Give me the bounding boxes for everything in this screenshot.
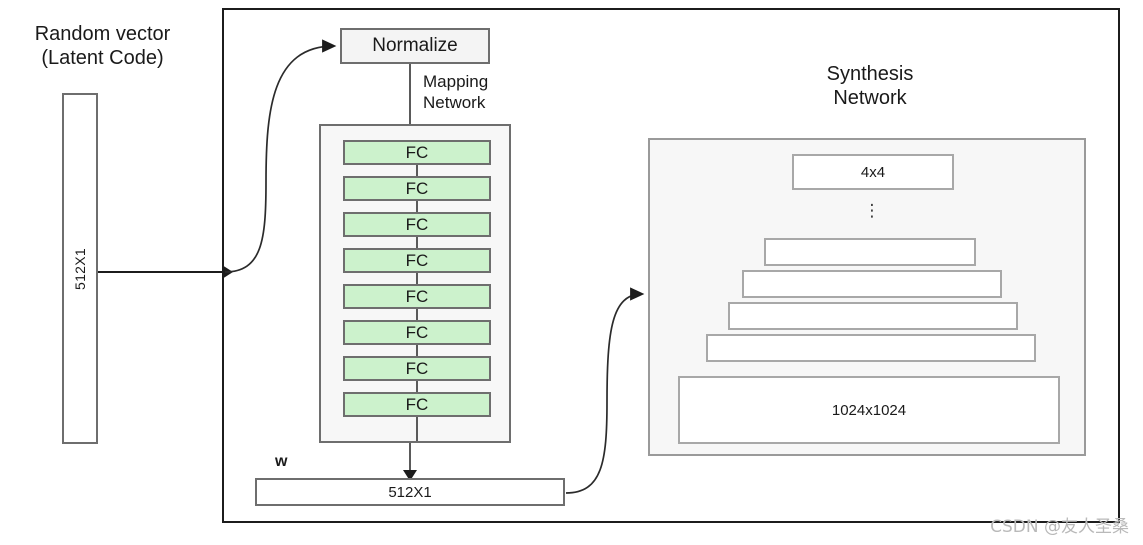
synthesis-block-4[interactable] [728, 302, 1018, 330]
latent-vector-box: 512X1 [62, 93, 98, 444]
synthesis-block-5[interactable] [706, 334, 1036, 362]
mapping-network-container: FC FC FC FC FC FC FC FC [319, 124, 511, 443]
fc-layer-7[interactable]: FC [343, 356, 491, 381]
fc-connector [416, 201, 418, 212]
fc-connector [416, 381, 418, 392]
mapping-to-w-line [409, 443, 411, 476]
fc-layer-4[interactable]: FC [343, 248, 491, 273]
synthesis-ellipsis: ⋮ [863, 201, 881, 220]
fc-connector [416, 273, 418, 284]
synthesis-block-4x4[interactable]: 4x4 [792, 154, 954, 190]
w-symbol-label: w [275, 453, 288, 470]
normalize-box: Normalize [340, 28, 490, 64]
fc-connector [416, 237, 418, 248]
fc-connector [416, 345, 418, 356]
normalize-to-mapping-line [409, 64, 411, 124]
fc-layer-2[interactable]: FC [343, 176, 491, 201]
fc-layer-8[interactable]: FC [343, 392, 491, 417]
csdn-watermark: CSDN @友人圣桑 [990, 517, 1129, 537]
fc-layer-6[interactable]: FC [343, 320, 491, 345]
fc-layer-stack: FC FC FC FC FC FC FC FC [321, 126, 509, 441]
w-vector-box: 512X1 [255, 478, 565, 506]
latent-to-mapping-line [98, 271, 228, 273]
synthesis-block-stack: 4x4 1024x1024 ⋮ [650, 140, 1084, 454]
fc-connector [416, 309, 418, 320]
mapping-network-label: Mapping Network [423, 72, 489, 112]
fc-layer-1[interactable]: FC [343, 140, 491, 165]
mapping-to-w-arrowhead [403, 470, 417, 481]
synthesis-block-3[interactable] [742, 270, 1002, 298]
synthesis-network-label: Synthesis Network [826, 63, 914, 110]
fc-output-connector [416, 417, 418, 441]
random-vector-label: Random vector (Latent Code) [34, 23, 171, 70]
fc-connector [416, 165, 418, 176]
fc-layer-3[interactable]: FC [343, 212, 491, 237]
synthesis-block-2[interactable] [764, 238, 976, 266]
fc-layer-5[interactable]: FC [343, 284, 491, 309]
curve-w-to-synthesis [565, 287, 645, 494]
curve-latent-to-normalize [224, 39, 337, 273]
synthesis-block-1024x1024[interactable]: 1024x1024 [678, 376, 1060, 444]
synthesis-network-container: 4x4 1024x1024 ⋮ [648, 138, 1086, 456]
